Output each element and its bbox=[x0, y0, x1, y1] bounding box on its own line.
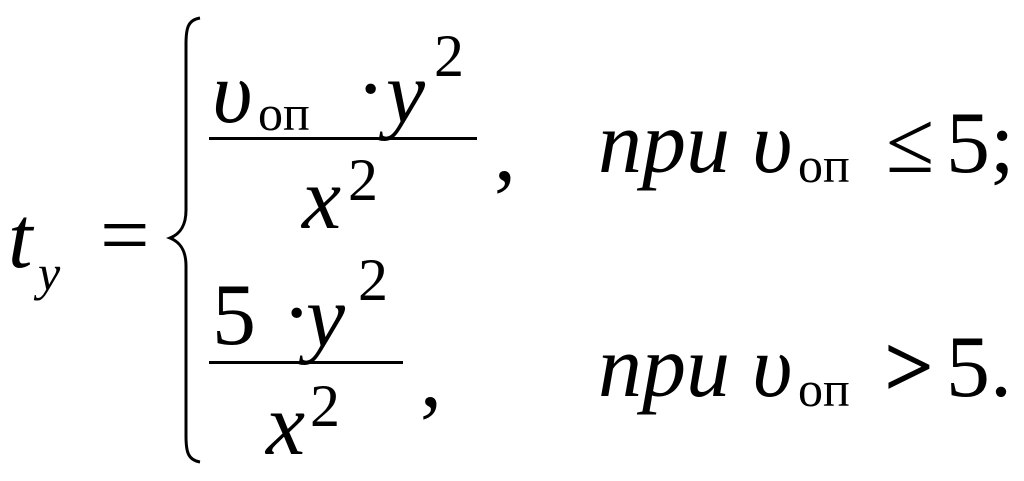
case2-num-dot: · bbox=[282, 265, 312, 362]
case2-comma: , bbox=[420, 329, 442, 426]
case2-den-x: x bbox=[266, 377, 306, 474]
case2-num-y: y bbox=[306, 269, 346, 366]
case1-comma: , bbox=[494, 103, 516, 200]
case1-den-x-exponent: 2 bbox=[348, 147, 378, 213]
case1-den-x: x bbox=[302, 151, 342, 248]
case1-condition-value: 5; bbox=[946, 95, 1015, 192]
case1-num-var: υ bbox=[212, 45, 253, 142]
case1-num-dot: · bbox=[356, 41, 386, 138]
case1-condition-var: υ bbox=[752, 95, 793, 192]
case2-condition-relation: > bbox=[884, 319, 935, 416]
case2-num-coef: 5 bbox=[212, 267, 256, 364]
lhs-subscript: y bbox=[38, 245, 61, 301]
case2-condition-var: υ bbox=[752, 319, 793, 416]
case1-fraction-bar bbox=[209, 137, 477, 140]
case1-condition-relation: ≤ bbox=[886, 95, 935, 192]
case1-num-var-subscript: оп bbox=[258, 85, 310, 141]
case1-condition-var-subscript: оп bbox=[798, 137, 850, 193]
case2-condition-var-subscript: оп bbox=[798, 361, 850, 417]
case1-num-y: y bbox=[386, 45, 426, 142]
case2-den-x-exponent: 2 bbox=[310, 373, 340, 439]
lhs-symbol: t bbox=[8, 190, 33, 287]
left-brace bbox=[166, 16, 201, 464]
case1-condition-word: при bbox=[598, 95, 730, 192]
case1-num-y-exponent: 2 bbox=[434, 23, 464, 89]
case2-num-y-exponent: 2 bbox=[358, 247, 388, 313]
case2-condition-word: при bbox=[598, 319, 730, 416]
equals-sign: = bbox=[100, 187, 150, 284]
case2-fraction-bar bbox=[209, 361, 403, 364]
case2-condition-value: 5. bbox=[946, 319, 1012, 416]
